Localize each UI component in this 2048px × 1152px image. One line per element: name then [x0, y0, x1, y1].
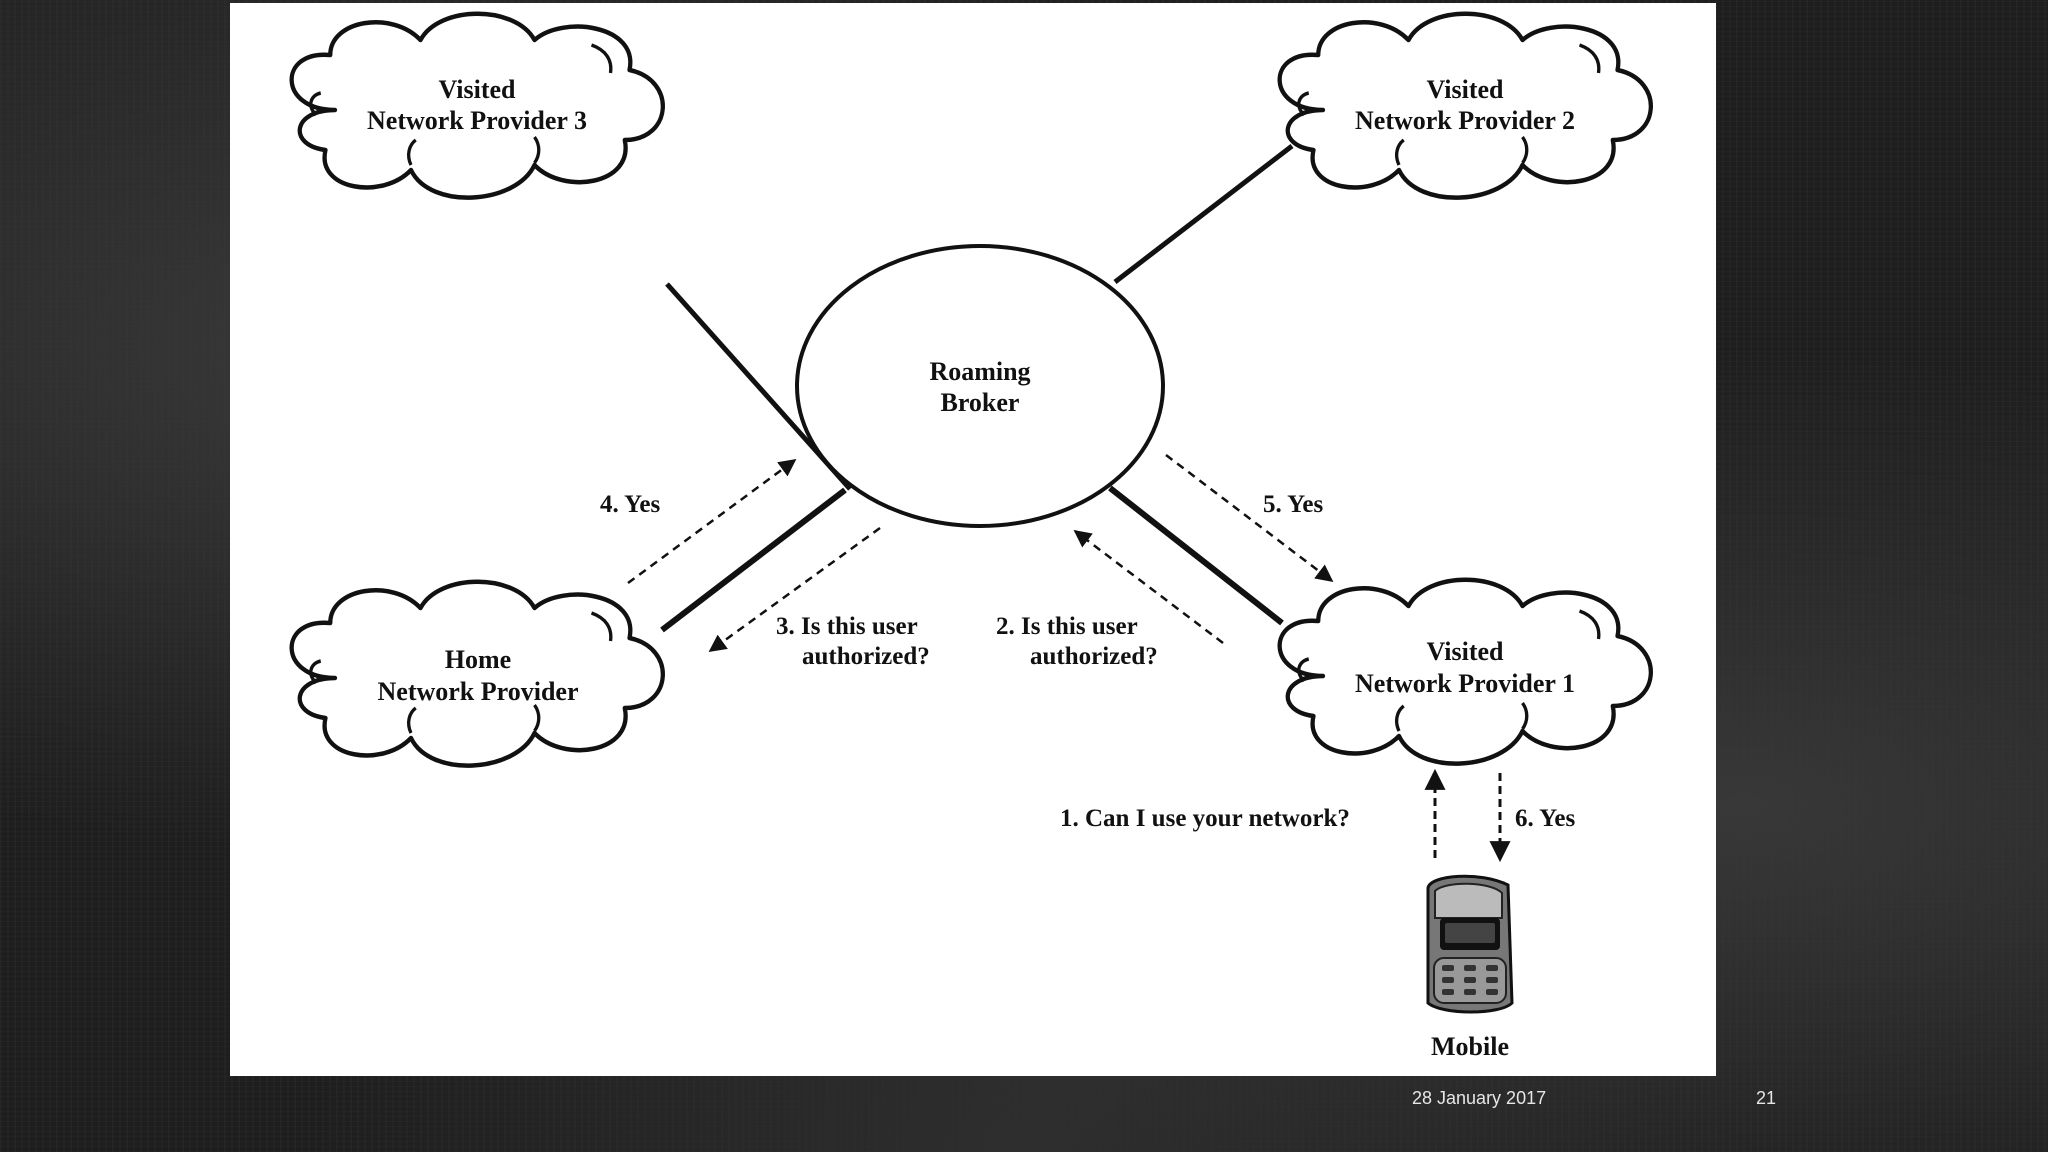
- footer-page-number: 21: [1756, 1088, 1777, 1108]
- mobile-phone-icon: [1426, 874, 1514, 1014]
- provider2-label-line1: Visited: [1426, 75, 1504, 104]
- provider1-label-line2: Network Provider 1: [1355, 669, 1575, 698]
- step1-label: 1. Can I use your network?: [1060, 805, 1350, 832]
- home-label-line2: Network Provider: [378, 677, 579, 706]
- mobile-label: Mobile: [1431, 1032, 1509, 1061]
- arrow-step5-yes: [1165, 454, 1334, 583]
- step2-label-line2: authorized?: [1030, 643, 1158, 670]
- step3-label-line2: authorized?: [802, 643, 930, 670]
- step6-label: 6. Yes: [1515, 805, 1575, 832]
- provider3-label-line2: Network Provider 3: [367, 106, 587, 135]
- link-broker-provider1: [1108, 485, 1284, 626]
- arrow-step3-authorized: [708, 526, 881, 653]
- provider2-label-line2: Network Provider 2: [1355, 106, 1575, 135]
- roaming-diagram-svg: Roaming Broker Visited Network Provider …: [230, 3, 1716, 1061]
- home-label-line1: Home: [445, 645, 511, 674]
- link-broker-home: [660, 487, 847, 633]
- footer-date: 28 January 2017: [1412, 1088, 1547, 1108]
- step4-label: 4. Yes: [600, 491, 660, 518]
- link-broker-provider2: [1113, 144, 1294, 284]
- arrow-step4-yes: [627, 458, 797, 585]
- broker-label-line2: Broker: [941, 388, 1020, 417]
- broker-label-line1: Roaming: [929, 357, 1030, 386]
- provider1-label-line1: Visited: [1426, 637, 1504, 666]
- diagram-figure: Roaming Broker Visited Network Provider …: [230, 3, 1716, 1076]
- roaming-broker-node: [795, 244, 1165, 528]
- arrow-step2-authorized: [1073, 529, 1224, 644]
- step3-label-line1: 3. Is this user: [776, 613, 918, 640]
- provider3-label-line1: Visited: [438, 75, 516, 104]
- step5-label: 5. Yes: [1263, 491, 1323, 518]
- step2-label-line1: 2. Is this user: [996, 613, 1138, 640]
